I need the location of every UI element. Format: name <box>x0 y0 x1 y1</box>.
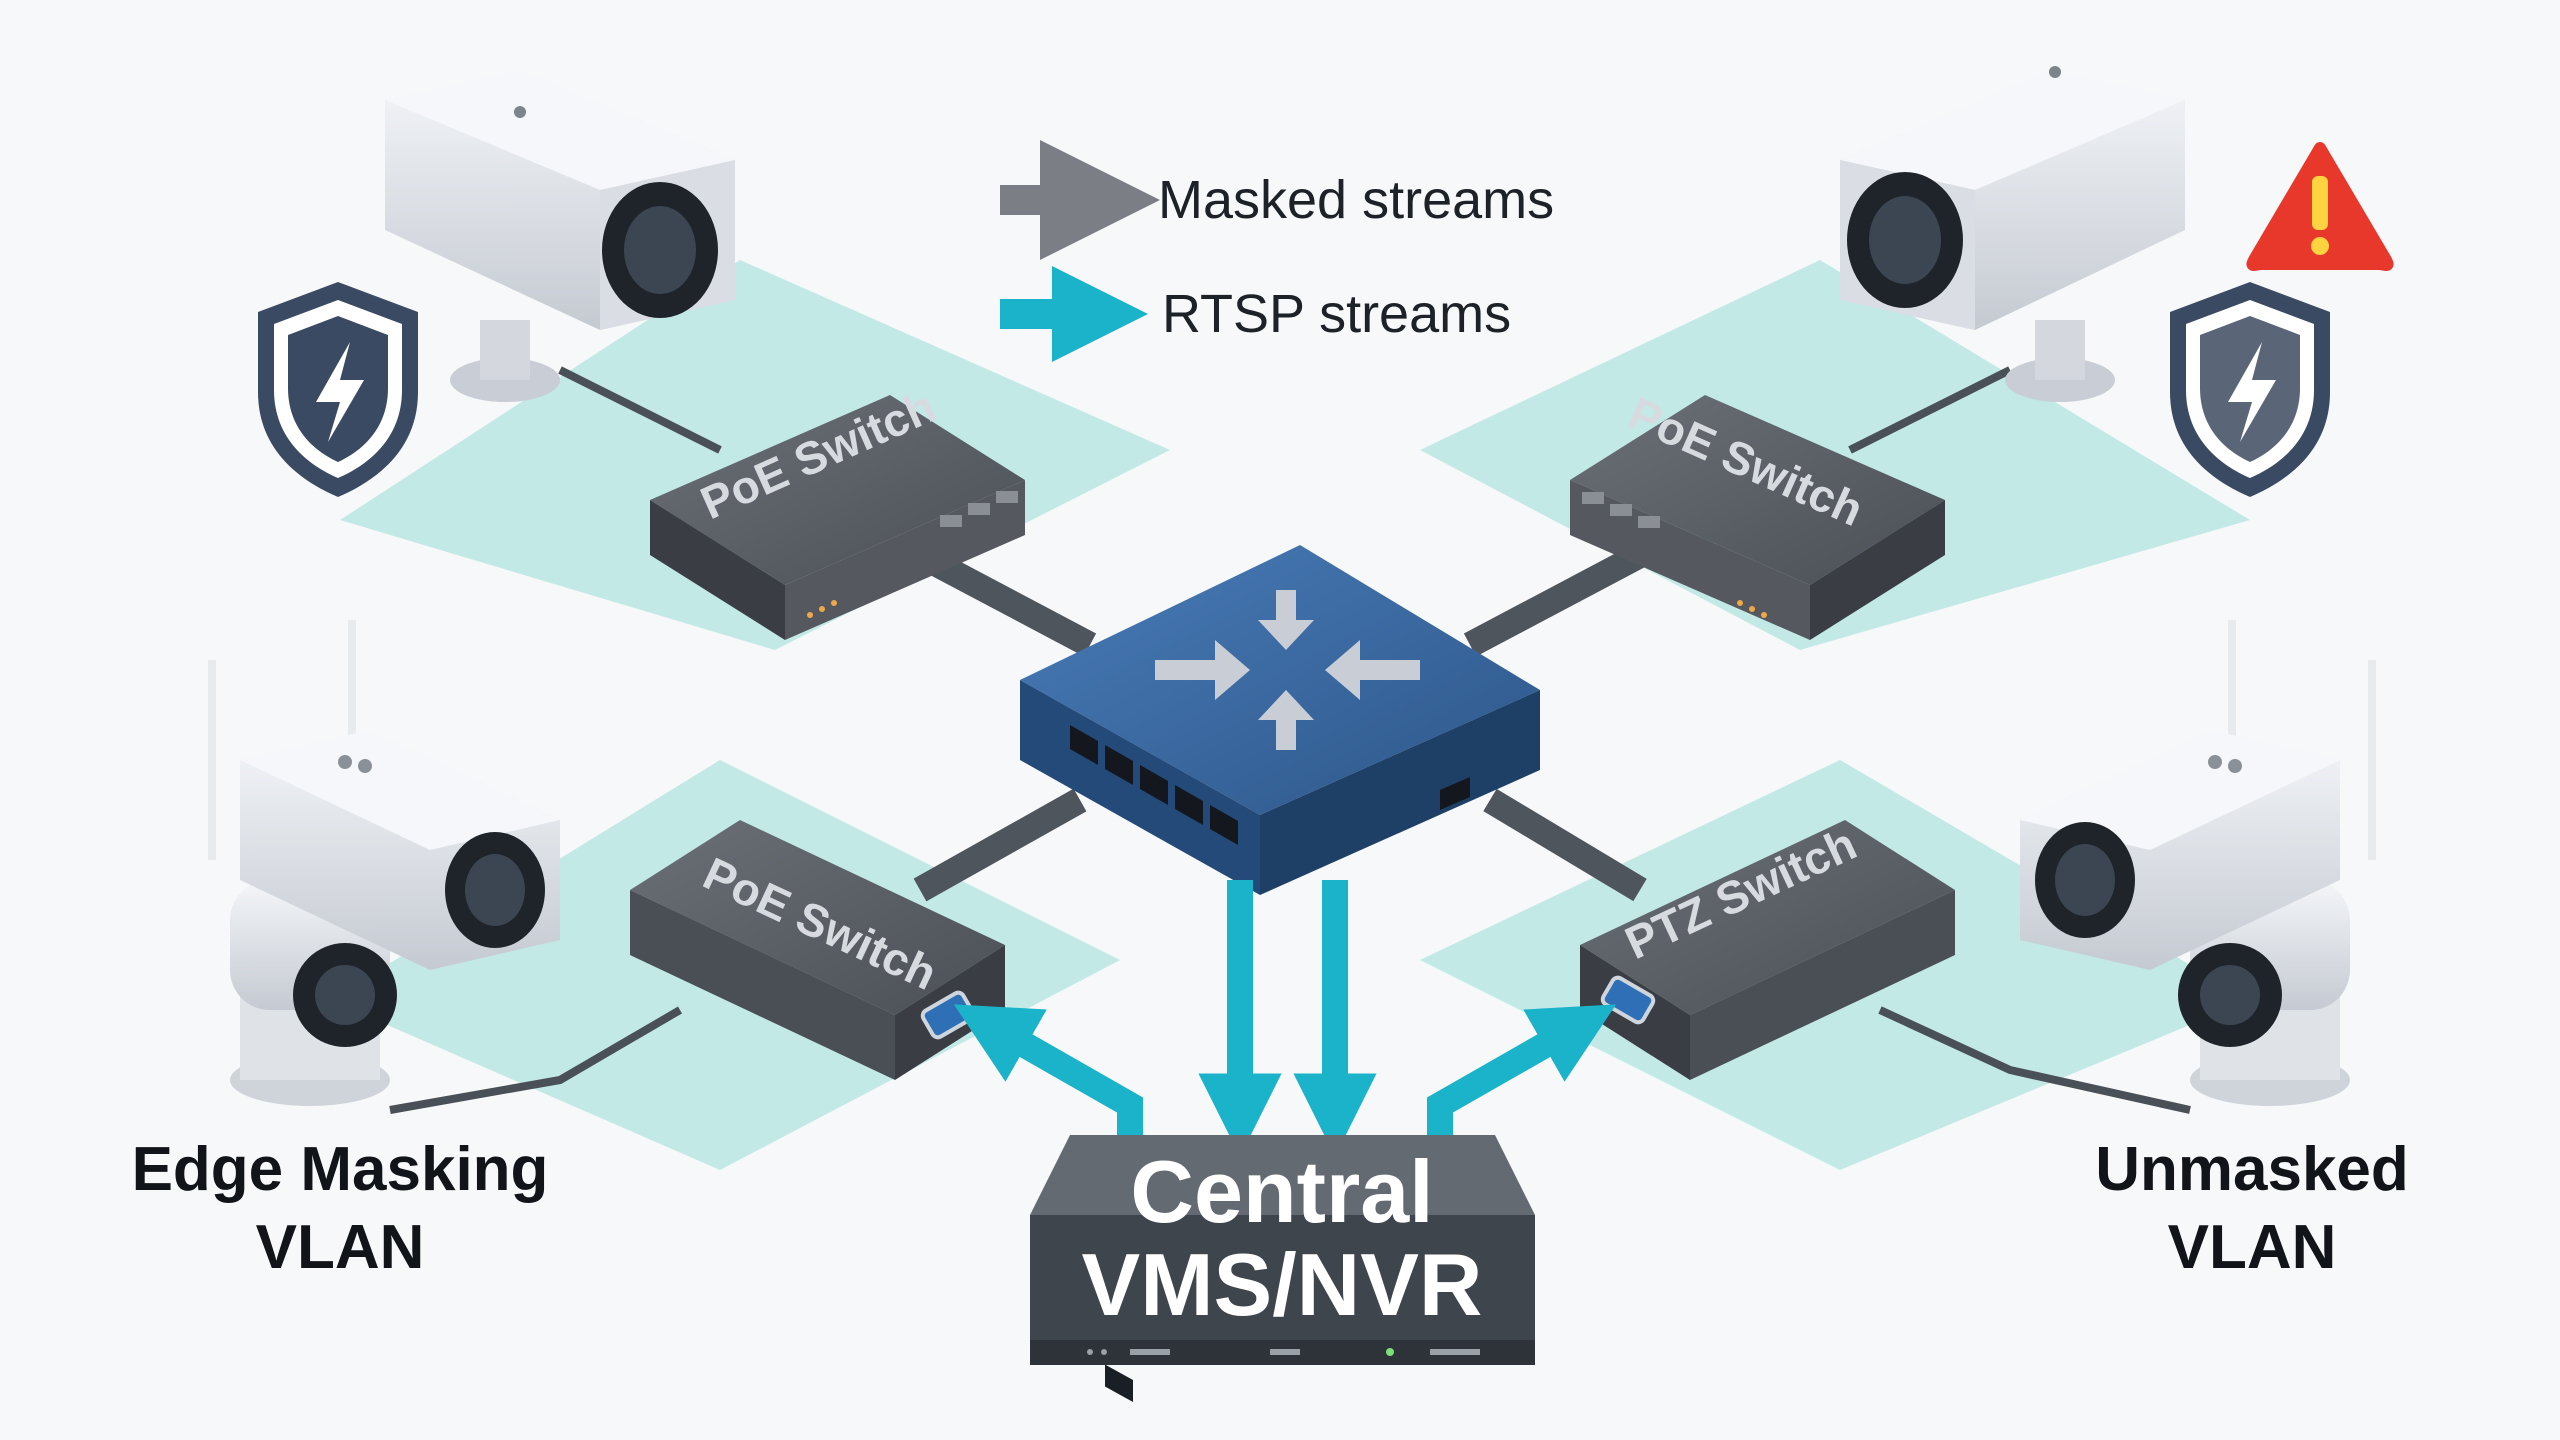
warning-triangle-icon <box>2246 142 2394 271</box>
camera-bottom-right <box>2020 620 2376 1106</box>
shield-bolt-icon <box>258 282 418 497</box>
core-arrows-icon <box>1155 590 1420 750</box>
rtsp-arrows <box>953 880 1617 1157</box>
core-links <box>913 543 1647 902</box>
cable-bottom-right <box>1878 1006 2191 1114</box>
core-switch <box>1020 545 1540 1403</box>
cable-top-right <box>1848 366 2012 454</box>
cable-bottom-left <box>389 1006 683 1114</box>
cable-top-left <box>558 366 722 454</box>
legend: Masked streams RTSP streams <box>1000 140 1554 363</box>
link-bottom-left <box>913 788 1087 902</box>
camera-cables <box>389 366 2191 1114</box>
legend-rtsp-label: RTSP streams <box>1162 284 1511 344</box>
nvr-label-line2: VMS/NVR <box>1082 1235 1483 1334</box>
rtsp-arrow-to-bottom-left <box>953 1004 1143 1135</box>
zone-label-right-line1: Unmasked <box>2095 1135 2409 1204</box>
link-top-right <box>1463 543 1647 657</box>
serial-port-bottom-right <box>1600 975 1656 1025</box>
camera-top-right <box>1840 66 2185 402</box>
zone-label-left-line1: Edge Masking <box>132 1135 549 1204</box>
rtsp-arrow-to-bottom-right <box>1427 1004 1617 1135</box>
camera-top-left <box>385 70 735 402</box>
zone-label-left-line2: VLAN <box>256 1213 425 1282</box>
camera-bottom-left <box>208 620 560 1106</box>
nvr-label-line1: Central <box>1130 1142 1433 1241</box>
shield-bolt-icon <box>2170 282 2330 497</box>
link-top-left <box>913 543 1097 657</box>
link-bottom-right <box>1483 788 1647 902</box>
port-indicator <box>1440 777 1470 810</box>
zone-label-right-line2: VLAN <box>2168 1213 2337 1282</box>
legend-masked-label: Masked streams <box>1158 170 1554 230</box>
central-nvr: Central VMS/NVR <box>1030 1135 1535 1365</box>
